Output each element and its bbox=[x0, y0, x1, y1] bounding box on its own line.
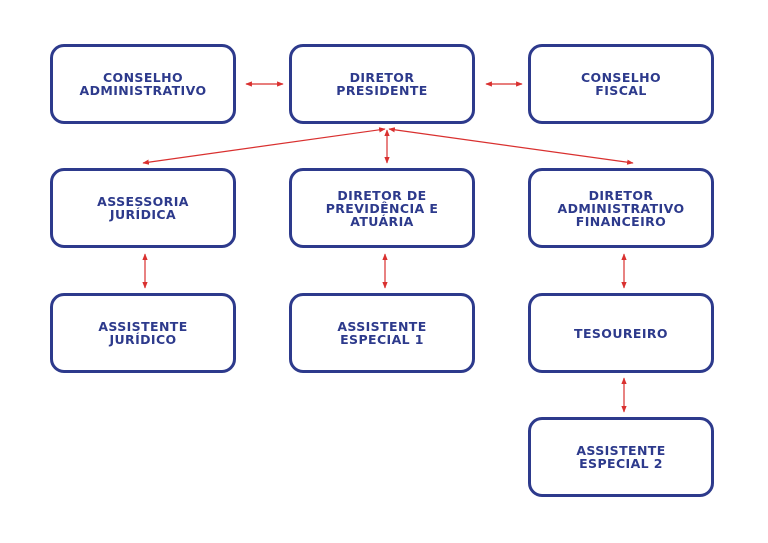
box-label: CONSELHO ADMINISTRATIVO bbox=[79, 70, 207, 98]
connector-presidente-administrativo bbox=[388, 127, 634, 165]
box-diretor-previdencia: DIRETOR DE PREVIDÊNCIA E ATUÁRIA bbox=[289, 168, 475, 248]
box-assistente-juridico: ASSISTENTE JURÍDICO bbox=[50, 293, 236, 373]
box-assistente-especial-1: ASSISTENTE ESPECIAL 1 bbox=[289, 293, 475, 373]
box-label: DIRETOR ADMINISTRATIVO FINANCEIRO bbox=[557, 187, 685, 229]
box-label: DIRETOR PRESIDENTE bbox=[336, 70, 428, 98]
box-label: CONSELHO FISCAL bbox=[580, 70, 662, 98]
box-label: ASSESSORIA JURÍDICA bbox=[97, 194, 189, 222]
box-label: ASSISTENTE ESPECIAL 2 bbox=[576, 443, 666, 471]
box-diretor-administrativo: DIRETOR ADMINISTRATIVO FINANCEIRO bbox=[528, 168, 714, 248]
box-conselho-fiscal: CONSELHO FISCAL bbox=[528, 44, 714, 124]
connector-presidente-assessoria bbox=[142, 127, 386, 165]
box-label: ASSISTENTE JURÍDICO bbox=[98, 319, 188, 347]
box-tesoureiro: TESOUREIRO bbox=[528, 293, 714, 373]
box-label: TESOUREIRO bbox=[574, 325, 668, 341]
box-assessoria-juridica: ASSESSORIA JURÍDICA bbox=[50, 168, 236, 248]
box-conselho-administrativo: CONSELHO ADMINISTRATIVO bbox=[50, 44, 236, 124]
box-assistente-especial-2: ASSISTENTE ESPECIAL 2 bbox=[528, 417, 714, 497]
box-diretor-presidente: DIRETOR PRESIDENTE bbox=[289, 44, 475, 124]
box-label: ASSISTENTE ESPECIAL 1 bbox=[337, 319, 427, 347]
box-label: DIRETOR DE PREVIDÊNCIA E ATUÁRIA bbox=[325, 187, 439, 229]
